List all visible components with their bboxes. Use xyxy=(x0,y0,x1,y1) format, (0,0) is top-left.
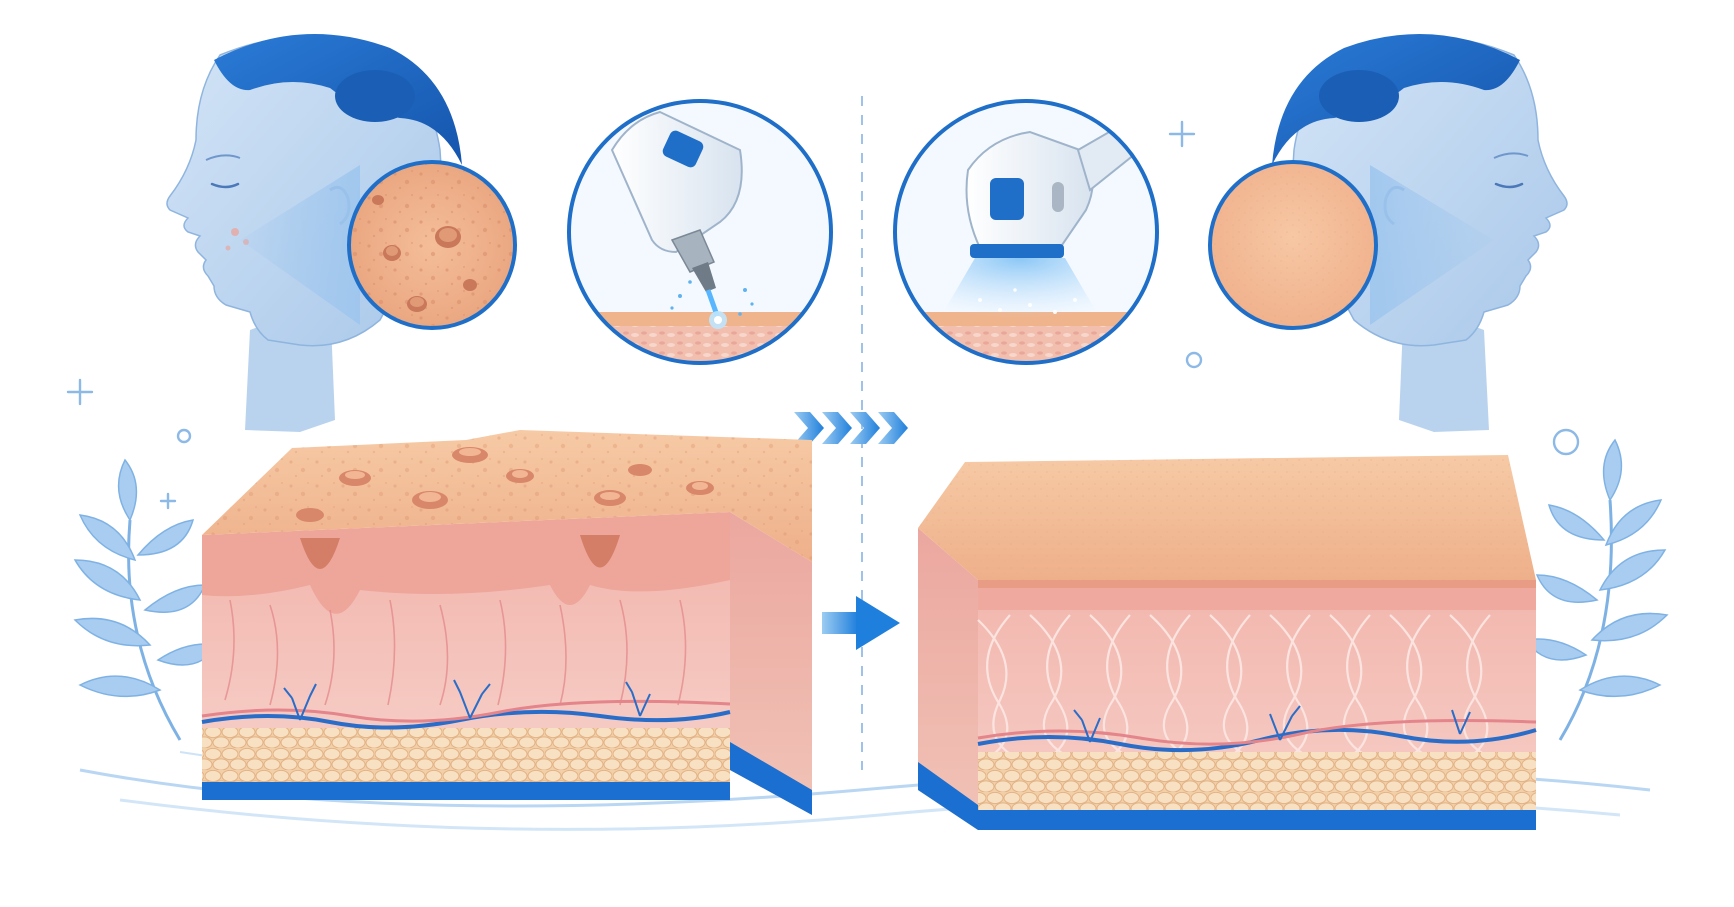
laser-treatment-closeup xyxy=(567,99,833,365)
after-skin-closeup xyxy=(1208,160,1378,330)
chevron-arrows-icon xyxy=(794,412,908,444)
spray-treatment-closeup xyxy=(893,99,1159,365)
spray-handpiece-icon xyxy=(965,118,1142,258)
leaf-branch-left-icon xyxy=(73,458,220,741)
after-zoom-beam xyxy=(1370,165,1494,325)
before-zoom-beam xyxy=(240,165,360,325)
laser-handpiece-icon xyxy=(610,110,754,329)
right-arrow-icon xyxy=(822,596,900,650)
decor-sparkles xyxy=(66,120,1580,510)
before-skin-cross-section xyxy=(201,430,812,815)
before-skin-closeup xyxy=(347,160,517,330)
leaf-branch-right-icon xyxy=(1524,438,1669,741)
after-skin-cross-section xyxy=(918,455,1537,830)
